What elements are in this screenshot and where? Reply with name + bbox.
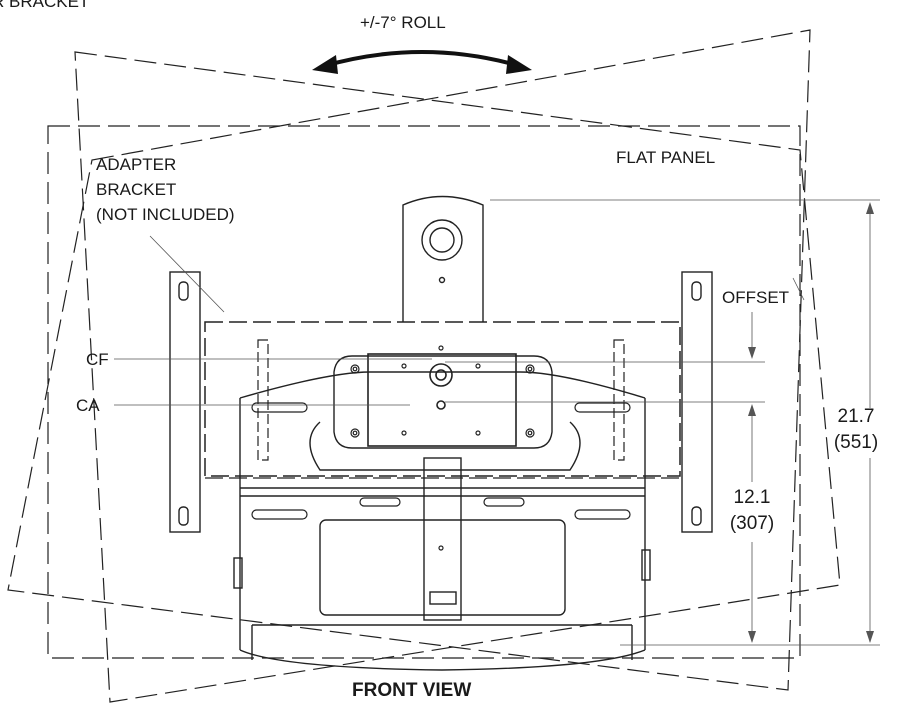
offset-label: OFFSET <box>722 288 790 307</box>
roll-label: +/-7° ROLL <box>360 13 446 32</box>
mounting-slots <box>251 402 631 520</box>
roll-arrow-icon <box>312 50 532 74</box>
center-column <box>423 457 462 621</box>
view-title: FRONT VIEW <box>352 680 472 701</box>
tilt-arm <box>402 195 484 322</box>
dimension-lines <box>114 199 880 646</box>
adapter-label-line3: (NOT INCLUDED) <box>96 205 235 224</box>
ca-dimension-value: 12.1 <box>733 487 771 508</box>
total-dimension-mm: (551) <box>833 432 879 453</box>
flange-plate <box>309 355 581 471</box>
bolt-holes <box>350 345 535 551</box>
mount-body <box>233 371 651 671</box>
flat-panel-label: FLAT PANEL <box>616 148 716 167</box>
adapter-label-line2: BRACKET <box>96 180 177 199</box>
adapter-label-line1: ADAPTER <box>96 155 177 174</box>
ca-label: CA <box>76 396 100 415</box>
adapter-bracket <box>204 321 681 479</box>
center-plate <box>367 353 517 447</box>
dimension-arrows <box>748 202 874 643</box>
top-cut-label: R BRACKET <box>0 0 90 11</box>
cf-label: CF <box>86 350 109 369</box>
total-dimension-value: 21.7 <box>837 406 875 427</box>
flat-panel-outline <box>7 29 841 703</box>
ca-dimension-mm: (307) <box>729 513 775 534</box>
